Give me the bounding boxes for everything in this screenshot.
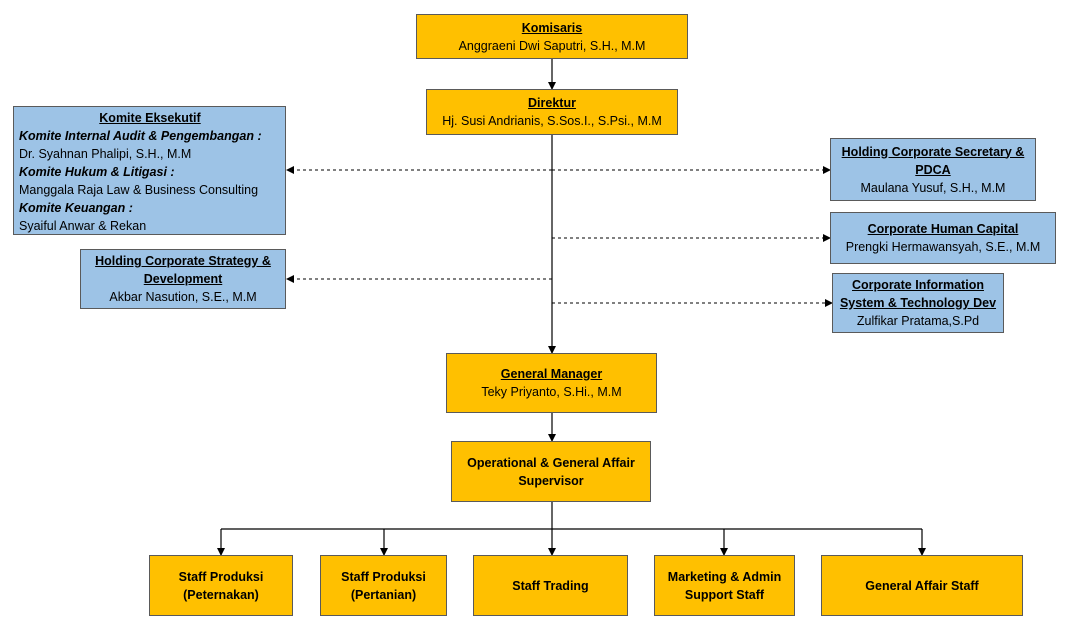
staff-produksi-pertanian-box: Staff Produksi (Pertanian) <box>320 555 447 616</box>
komite-hukum-name: Manggala Raja Law & Business Consulting <box>19 183 259 197</box>
human-capital-name: Prengki Hermawansyah, S.E., M.M <box>845 240 1041 254</box>
info-system-box: Corporate Information System & Technolog… <box>832 273 1004 333</box>
komite-hukum-label: Komite Hukum & Litigasi : <box>19 165 175 179</box>
general-manager-box: General Manager Teky Priyanto, S.Hi., M.… <box>446 353 657 413</box>
staff-line1: General Affair Staff <box>865 578 979 593</box>
direktur-title: Direktur <box>528 96 576 110</box>
direktur-name: Hj. Susi Andrianis, S.Sos.I., S.Psi., M.… <box>442 114 662 128</box>
staff-line1: Staff Produksi <box>178 569 264 584</box>
komisaris-title: Komisaris <box>521 20 583 35</box>
staff-trading-box: Staff Trading <box>473 555 628 616</box>
komite-eksekutif-box: Komite Eksekutif Komite Internal Audit &… <box>13 106 286 235</box>
general-affair-staff-box: General Affair Staff <box>821 555 1023 616</box>
human-capital-box: Corporate Human Capital Prengki Hermawan… <box>830 212 1056 264</box>
secretary-title-line1: Holding Corporate Secretary & <box>841 144 1025 159</box>
strategy-title-line1: Holding Corporate Strategy & <box>95 254 271 268</box>
direktur-box: Direktur Hj. Susi Andrianis, S.Sos.I., S… <box>426 89 678 135</box>
strategy-title-line2: Development <box>143 272 223 286</box>
supervisor-box: Operational & General Affair Supervisor <box>451 441 651 502</box>
gm-name: Teky Priyanto, S.Hi., M.M <box>481 385 622 399</box>
komite-audit-label: Komite Internal Audit & Pengembangan : <box>19 129 262 143</box>
staff-line2: (Peternakan) <box>183 587 259 602</box>
gm-title: General Manager <box>500 367 603 381</box>
staff-line1: Marketing & Admin <box>667 569 782 584</box>
supervisor-line1: Operational & General Affair <box>467 455 635 470</box>
staff-line1: Staff Trading <box>512 578 589 593</box>
komite-audit-name: Dr. Syahnan Phalipi, S.H., M.M <box>19 147 192 161</box>
komite-keuangan-label: Komite Keuangan : <box>19 201 133 215</box>
komisaris-name: Anggraeni Dwi Saputri, S.H., M.M <box>458 38 646 53</box>
strategy-name: Akbar Nasution, S.E., M.M <box>109 290 257 304</box>
info-system-title-line2: System & Technology Dev <box>839 296 997 310</box>
secretary-box: Holding Corporate Secretary & PDCA Maula… <box>830 138 1036 201</box>
info-system-title-line1: Corporate Information <box>852 278 984 292</box>
marketing-admin-box: Marketing & Admin Support Staff <box>654 555 795 616</box>
supervisor-line2: Supervisor <box>518 473 584 488</box>
secretary-title-line2: PDCA <box>915 162 951 177</box>
human-capital-title: Corporate Human Capital <box>867 222 1019 236</box>
staff-line1: Staff Produksi <box>341 569 426 584</box>
komite-title: Komite Eksekutif <box>99 111 201 125</box>
staff-line2: (Pertanian) <box>350 587 417 602</box>
staff-line2: Support Staff <box>684 587 765 602</box>
staff-produksi-peternakan-box: Staff Produksi (Peternakan) <box>149 555 293 616</box>
secretary-name: Maulana Yusuf, S.H., M.M <box>860 180 1006 195</box>
komisaris-box: Komisaris Anggraeni Dwi Saputri, S.H., M… <box>416 14 688 59</box>
info-system-name: Zulfikar Pratama,S.Pd <box>856 314 980 328</box>
komite-keuangan-name: Syaiful Anwar & Rekan <box>19 219 147 233</box>
strategy-box: Holding Corporate Strategy & Development… <box>80 249 286 309</box>
